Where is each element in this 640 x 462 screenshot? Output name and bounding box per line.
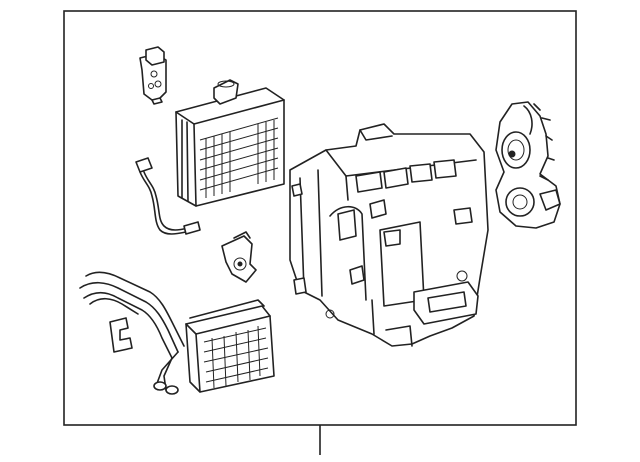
clip-bracket[interactable] xyxy=(109,317,133,353)
thermistor-wire[interactable] xyxy=(135,157,201,235)
expansion-valve[interactable] xyxy=(139,46,167,105)
hvac-unit-case[interactable] xyxy=(289,123,489,347)
servo-actuator[interactable] xyxy=(221,231,257,283)
blower-motor[interactable] xyxy=(495,101,561,229)
heater-core-with-pipes[interactable] xyxy=(79,271,275,395)
evaporator-core[interactable] xyxy=(175,79,285,207)
